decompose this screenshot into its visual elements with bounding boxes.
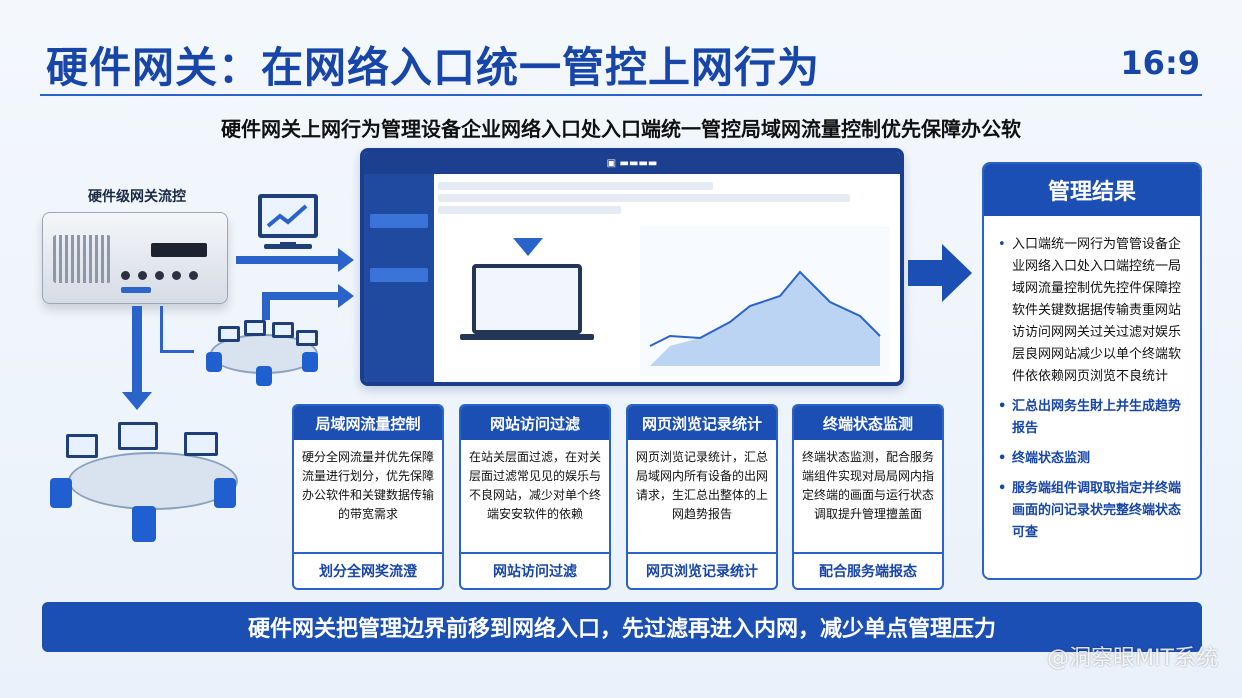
card-title: 终端状态监测 — [794, 406, 942, 440]
laptop-base — [460, 334, 594, 340]
card-title: 局域网流量控制 — [294, 406, 442, 440]
watermark: @洞察眼MIT系统 — [1047, 646, 1218, 671]
arrow-connector-vertical — [262, 292, 270, 320]
feature-card-browse-stats: 网页浏览记录统计 网页浏览记录统计，汇总局域网内所有设备的出网请求，生汇总出整体… — [626, 404, 778, 590]
mini-monitor-icon — [118, 422, 158, 450]
result-panel: 管理结果 入口端统一网行为管管设备企业网络入口处入口端控统一局域网流量控制优先控… — [982, 162, 1202, 580]
large-workgroup-table — [68, 452, 238, 510]
device-port-strip — [121, 287, 151, 293]
gateway-device-image — [42, 212, 228, 304]
dashboard-sidebar — [364, 174, 434, 382]
arrow-to-dashboard-top — [236, 248, 354, 272]
device-vent — [53, 235, 111, 283]
mini-monitor-icon — [184, 432, 218, 456]
card-footer: 配合服务端报态 — [794, 552, 942, 588]
feature-card-terminal-monitor: 终端状态监测 终端状态监测，配合服务端组件实现对局局网内指定终端的画面与运行状态… — [792, 404, 944, 590]
result-list: 入口端统一网行为管管设备企业网络入口处入口端控统一局域网流量控制优先控件保障控软… — [984, 216, 1200, 544]
page-subtitle: 硬件网关上网行为管理设备企业网络入口处入口端统一管控局域网流量控制优先保障办公软 — [221, 117, 1021, 141]
chair-icon — [214, 478, 236, 508]
result-item: 终端状态监测 — [998, 448, 1186, 470]
card-body: 网页浏览记录统计，汇总局域网内所有设备的出网请求，生汇总出整体的上网趋势报告 — [636, 450, 769, 521]
chair-icon — [132, 506, 156, 542]
chair-icon — [256, 366, 272, 386]
branch-line-vertical — [160, 306, 163, 352]
arrow-to-dashboard-bottom — [264, 284, 354, 308]
aspect-ratio-label: 16:9 — [1120, 44, 1200, 82]
arrow-down-main — [122, 306, 152, 410]
chair-icon — [206, 352, 222, 372]
mini-monitor-icon — [272, 322, 294, 338]
result-item: 入口端统一网行为管管设备企业网络入口处入口端控统一局域网流量控制优先控件保障控软… — [998, 234, 1186, 388]
page-title: 硬件网关：在网络入口统一管控上网行为 — [46, 43, 821, 92]
mini-monitor-icon — [244, 320, 266, 336]
card-footer: 网站访问过滤 — [461, 552, 609, 588]
branch-line-horizontal — [160, 350, 194, 353]
device-display — [151, 243, 207, 257]
laptop-icon — [472, 264, 582, 334]
card-footer: 网页浏览记录统计 — [628, 552, 776, 588]
monitor-stand — [264, 244, 312, 249]
result-title: 管理结果 — [984, 164, 1200, 216]
card-body: 在站关层面过滤，在对关层面过滤常见见的娱乐与不良网站，减少对单个终端安安软件的依… — [469, 450, 602, 521]
card-footer: 划分全网奖流澄 — [294, 552, 442, 588]
dashboard-window: ▣ ▬▬▬▬ — [360, 148, 904, 386]
feature-card-site-filter: 网站访问过滤 在站关层面过滤，在对关层面过滤常见见的娱乐与不良网站，减少对单个终… — [459, 404, 611, 590]
dashboard-titlebar: ▣ ▬▬▬▬ — [364, 152, 900, 174]
device-label: 硬件级网关流控 — [88, 189, 186, 205]
mini-monitor-icon — [218, 326, 240, 342]
card-body: 硬分全网流量并优先保障流量进行划分，优先保障办公软件和关键数据传输的带宽需求 — [302, 450, 435, 521]
arrow-to-results — [908, 244, 972, 302]
mini-monitor-icon — [296, 330, 318, 346]
device-ports — [121, 271, 198, 280]
result-item: 汇总出网务生財上并生成趋势报告 — [998, 396, 1186, 440]
title-divider — [40, 94, 1202, 96]
bottom-banner: 硬件网关把管理边界前移到网络入口，先过滤再进入内网，减少单点管理压力 — [42, 602, 1202, 652]
arrow-up-small — [513, 238, 543, 256]
mini-monitor-icon — [66, 434, 98, 458]
dashboard-title-decoration: ▣ ▬▬▬▬ — [606, 157, 658, 169]
monitor-icon — [258, 194, 318, 248]
chair-icon — [302, 352, 318, 372]
card-body: 终端状态监测，配合服务端组件实现对局局网内指定终端的画面与运行状态调取提升管理擅… — [802, 450, 935, 521]
result-item: 服务端组件调取取指定并终端画面的问记录状完整终端状态可查 — [998, 478, 1186, 544]
card-title: 网页浏览记录统计 — [628, 406, 776, 440]
card-title: 网站访问过滤 — [461, 406, 609, 440]
feature-card-lan-traffic: 局域网流量控制 硬分全网流量并优先保障流量进行划分，优先保障办公软件和关键数据传… — [292, 404, 444, 590]
dashboard-line-chart — [640, 226, 890, 376]
dashboard-content — [438, 178, 896, 378]
chair-icon — [50, 478, 72, 508]
